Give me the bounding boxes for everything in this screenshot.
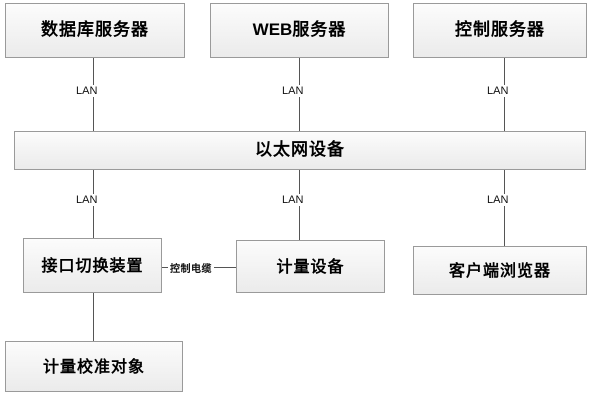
node-database-server-label: 数据库服务器 [41, 20, 149, 41]
node-web-server-label: WEB服务器 [252, 20, 347, 41]
link-label-control-cable: 控制电缆 [168, 260, 214, 275]
connector-switch-to-calibration [93, 293, 94, 341]
node-control-server-label: 控制服务器 [455, 20, 545, 41]
node-metering-device[interactable]: 计量设备 [236, 240, 385, 293]
node-metering-device-label: 计量设备 [276, 256, 345, 276]
node-control-server[interactable]: 控制服务器 [413, 3, 587, 58]
node-client-browser-label: 客户端浏览器 [448, 260, 551, 280]
node-web-server[interactable]: WEB服务器 [210, 3, 389, 58]
node-web-server-label-han: 服务器 [292, 20, 347, 41]
link-label-switch-lan: LAN [74, 194, 100, 206]
node-calibration-object[interactable]: 计量校准对象 [5, 341, 183, 392]
link-label-client-lan: LAN [485, 194, 511, 206]
node-calibration-object-label: 计量校准对象 [42, 356, 145, 376]
node-client-browser[interactable]: 客户端浏览器 [413, 246, 587, 295]
connector-ethernet-to-client [504, 170, 505, 246]
node-ethernet-device-label: 以太网设备 [255, 140, 345, 161]
node-interface-switch-label: 接口切换装置 [41, 255, 144, 275]
link-label-web-lan: LAN [280, 85, 306, 97]
node-ethernet-device[interactable]: 以太网设备 [14, 131, 586, 170]
link-label-meter-lan: LAN [280, 194, 306, 206]
link-label-db-lan: LAN [74, 85, 100, 97]
node-web-server-label-latin: WEB [252, 20, 293, 40]
node-database-server[interactable]: 数据库服务器 [5, 3, 185, 58]
link-label-ctrl-lan: LAN [485, 85, 511, 97]
node-interface-switch[interactable]: 接口切换装置 [23, 238, 162, 293]
